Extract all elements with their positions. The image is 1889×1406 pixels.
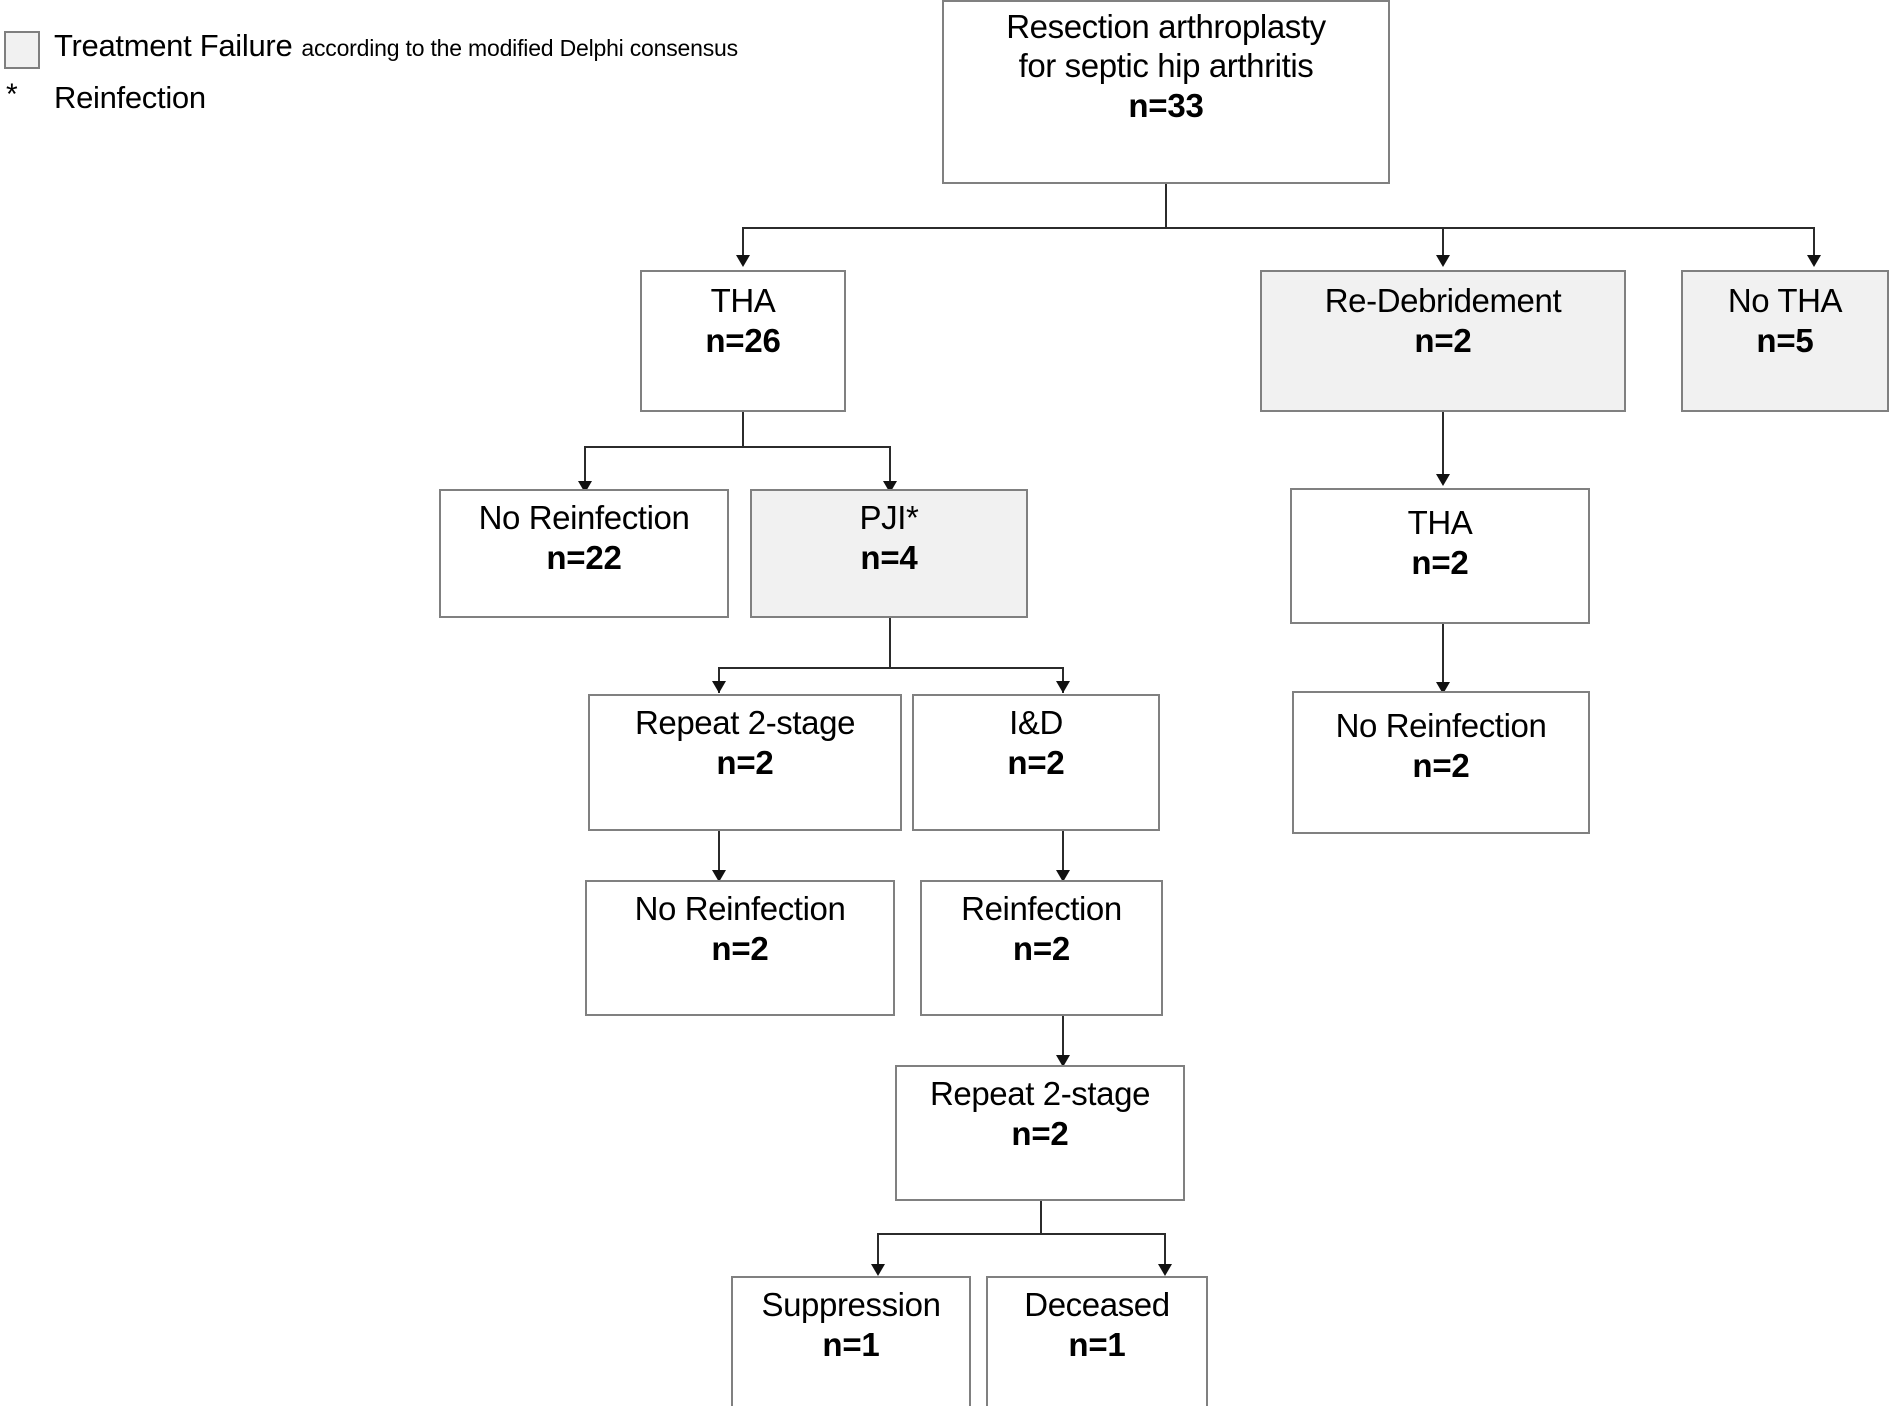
node-tha-26-label: THA bbox=[710, 282, 776, 319]
node-root-label: Resection arthroplasty for septic hip ar… bbox=[1006, 8, 1326, 84]
connector-root-to-notha bbox=[1813, 227, 1815, 257]
node-repeat-2-stage-a[interactable]: Repeat 2-stage n=2 bbox=[588, 694, 902, 831]
node-root-count: n=33 bbox=[1128, 86, 1204, 124]
node-tha-2[interactable]: THA n=2 bbox=[1290, 488, 1590, 624]
arrowhead-reinf2-to-repeat2stage-b bbox=[1056, 1055, 1070, 1067]
connector-pji4-bus bbox=[718, 667, 1064, 669]
node-tha-26-count: n=26 bbox=[705, 321, 781, 359]
node-no-reinfection-2-right-label: No Reinfection bbox=[1335, 707, 1547, 744]
connector-repeat2stage-b-bus bbox=[877, 1233, 1165, 1235]
arrowhead-redebridement-to-tha2 bbox=[1436, 474, 1450, 486]
legend-treatment-failure-swatch bbox=[4, 31, 40, 69]
connector-tha2-to-noreinf2right bbox=[1442, 623, 1444, 689]
arrowhead-repeat2stage-b-to-suppression1 bbox=[871, 1264, 885, 1276]
node-tha-2-label: THA bbox=[1407, 504, 1473, 541]
node-no-reinfection-2-left[interactable]: No Reinfection n=2 bbox=[585, 880, 895, 1016]
connector-pji4-to-repeat2stage-a bbox=[718, 667, 720, 693]
legend-asterisk-label: Reinfection bbox=[54, 80, 206, 115]
arrowhead-root-to-tha26 bbox=[736, 255, 750, 267]
connector-tha26-stem bbox=[742, 410, 744, 447]
node-i-and-d-2-label: I&D bbox=[1009, 704, 1063, 741]
node-no-reinfection-2-left-label: No Reinfection bbox=[634, 890, 846, 927]
node-no-reinfection-22-count: n=22 bbox=[546, 538, 622, 576]
connector-root-stem bbox=[1165, 182, 1167, 228]
node-repeat-2-stage-b[interactable]: Repeat 2-stage n=2 bbox=[895, 1065, 1185, 1201]
arrowhead-repeat2stage-a-to-noreinf2left bbox=[712, 870, 726, 882]
arrowhead-pji4-to-repeat2stage-a bbox=[712, 681, 726, 693]
legend: Treatment Failure according to the modif… bbox=[0, 0, 940, 150]
connector-redebridement-to-tha2 bbox=[1442, 410, 1444, 478]
node-re-debridement-label: Re-Debridement bbox=[1324, 282, 1562, 319]
arrowhead-root-to-notha bbox=[1807, 255, 1821, 267]
node-no-reinfection-2-right[interactable]: No Reinfection n=2 bbox=[1292, 691, 1590, 834]
legend-treatment-failure-label: Treatment Failure bbox=[54, 28, 293, 63]
node-pji-4-count: n=4 bbox=[860, 538, 918, 576]
connector-pji4-stem bbox=[889, 617, 891, 668]
node-repeat-2-stage-a-label: Repeat 2-stage bbox=[634, 704, 856, 741]
node-suppression-1-label: Suppression bbox=[761, 1286, 941, 1323]
node-repeat-2-stage-a-count: n=2 bbox=[716, 743, 774, 781]
legend-treatment-failure-note: according to the modified Delphi consens… bbox=[301, 35, 738, 61]
node-no-reinfection-22-label: No Reinfection bbox=[478, 499, 690, 536]
node-reinfection-2[interactable]: Reinfection n=2 bbox=[920, 880, 1163, 1016]
node-suppression-1-count: n=1 bbox=[822, 1325, 880, 1363]
arrowhead-root-to-redebridement bbox=[1436, 255, 1450, 267]
node-no-reinfection-22[interactable]: No Reinfection n=22 bbox=[439, 489, 729, 618]
node-deceased-1[interactable]: Deceased n=1 bbox=[986, 1276, 1208, 1406]
connector-root-bus bbox=[742, 227, 1814, 229]
node-pji-4[interactable]: PJI* n=4 bbox=[750, 489, 1028, 618]
connector-pji4-to-ind2 bbox=[1062, 667, 1064, 693]
node-no-tha-count: n=5 bbox=[1756, 321, 1814, 359]
node-no-tha-label: No THA bbox=[1727, 282, 1843, 319]
connector-reinf2-to-repeat2stage-b bbox=[1062, 1015, 1064, 1070]
arrowhead-ind2-to-reinf2 bbox=[1056, 870, 1070, 882]
node-i-and-d-2[interactable]: I&D n=2 bbox=[912, 694, 1160, 831]
node-no-tha[interactable]: No THA n=5 bbox=[1681, 270, 1889, 412]
connector-tha26-to-noreinf22 bbox=[584, 446, 586, 483]
connector-root-to-redebridement bbox=[1442, 227, 1444, 257]
connector-repeat2stage-b-stem bbox=[1040, 1200, 1042, 1235]
node-pji-4-label: PJI* bbox=[859, 499, 919, 536]
connector-tha26-bus bbox=[584, 446, 890, 448]
connector-repeat2stage-b-to-deceased1 bbox=[1164, 1233, 1166, 1267]
node-suppression-1[interactable]: Suppression n=1 bbox=[731, 1276, 971, 1406]
node-re-debridement[interactable]: Re-Debridement n=2 bbox=[1260, 270, 1626, 412]
arrowhead-repeat2stage-b-to-deceased1 bbox=[1158, 1264, 1172, 1276]
node-tha-2-count: n=2 bbox=[1411, 543, 1469, 581]
node-tha-26[interactable]: THA n=26 bbox=[640, 270, 846, 412]
connector-root-to-tha26 bbox=[742, 227, 744, 257]
node-i-and-d-2-count: n=2 bbox=[1007, 743, 1065, 781]
node-deceased-1-label: Deceased bbox=[1024, 1286, 1170, 1323]
node-repeat-2-stage-b-label: Repeat 2-stage bbox=[929, 1075, 1151, 1112]
connector-tha26-to-pji4 bbox=[889, 446, 891, 483]
connector-repeat2stage-b-to-suppression1 bbox=[877, 1233, 879, 1267]
node-root[interactable]: Resection arthroplasty for septic hip ar… bbox=[942, 0, 1390, 184]
node-reinfection-2-label: Reinfection bbox=[961, 890, 1122, 927]
connector-repeat2stage-a-to-noreinf2left bbox=[718, 830, 720, 884]
node-no-reinfection-2-left-count: n=2 bbox=[711, 929, 769, 967]
node-repeat-2-stage-b-count: n=2 bbox=[1011, 1114, 1069, 1152]
node-no-reinfection-2-right-count: n=2 bbox=[1412, 746, 1470, 784]
legend-treatment-failure-row: Treatment Failure according to the modif… bbox=[54, 28, 738, 64]
node-deceased-1-count: n=1 bbox=[1068, 1325, 1126, 1363]
node-reinfection-2-count: n=2 bbox=[1012, 929, 1071, 967]
node-re-debridement-count: n=2 bbox=[1414, 321, 1472, 359]
legend-asterisk-symbol: * bbox=[6, 78, 18, 111]
connector-ind2-to-reinf2 bbox=[1062, 830, 1064, 884]
arrowhead-pji4-to-ind2 bbox=[1056, 681, 1070, 693]
